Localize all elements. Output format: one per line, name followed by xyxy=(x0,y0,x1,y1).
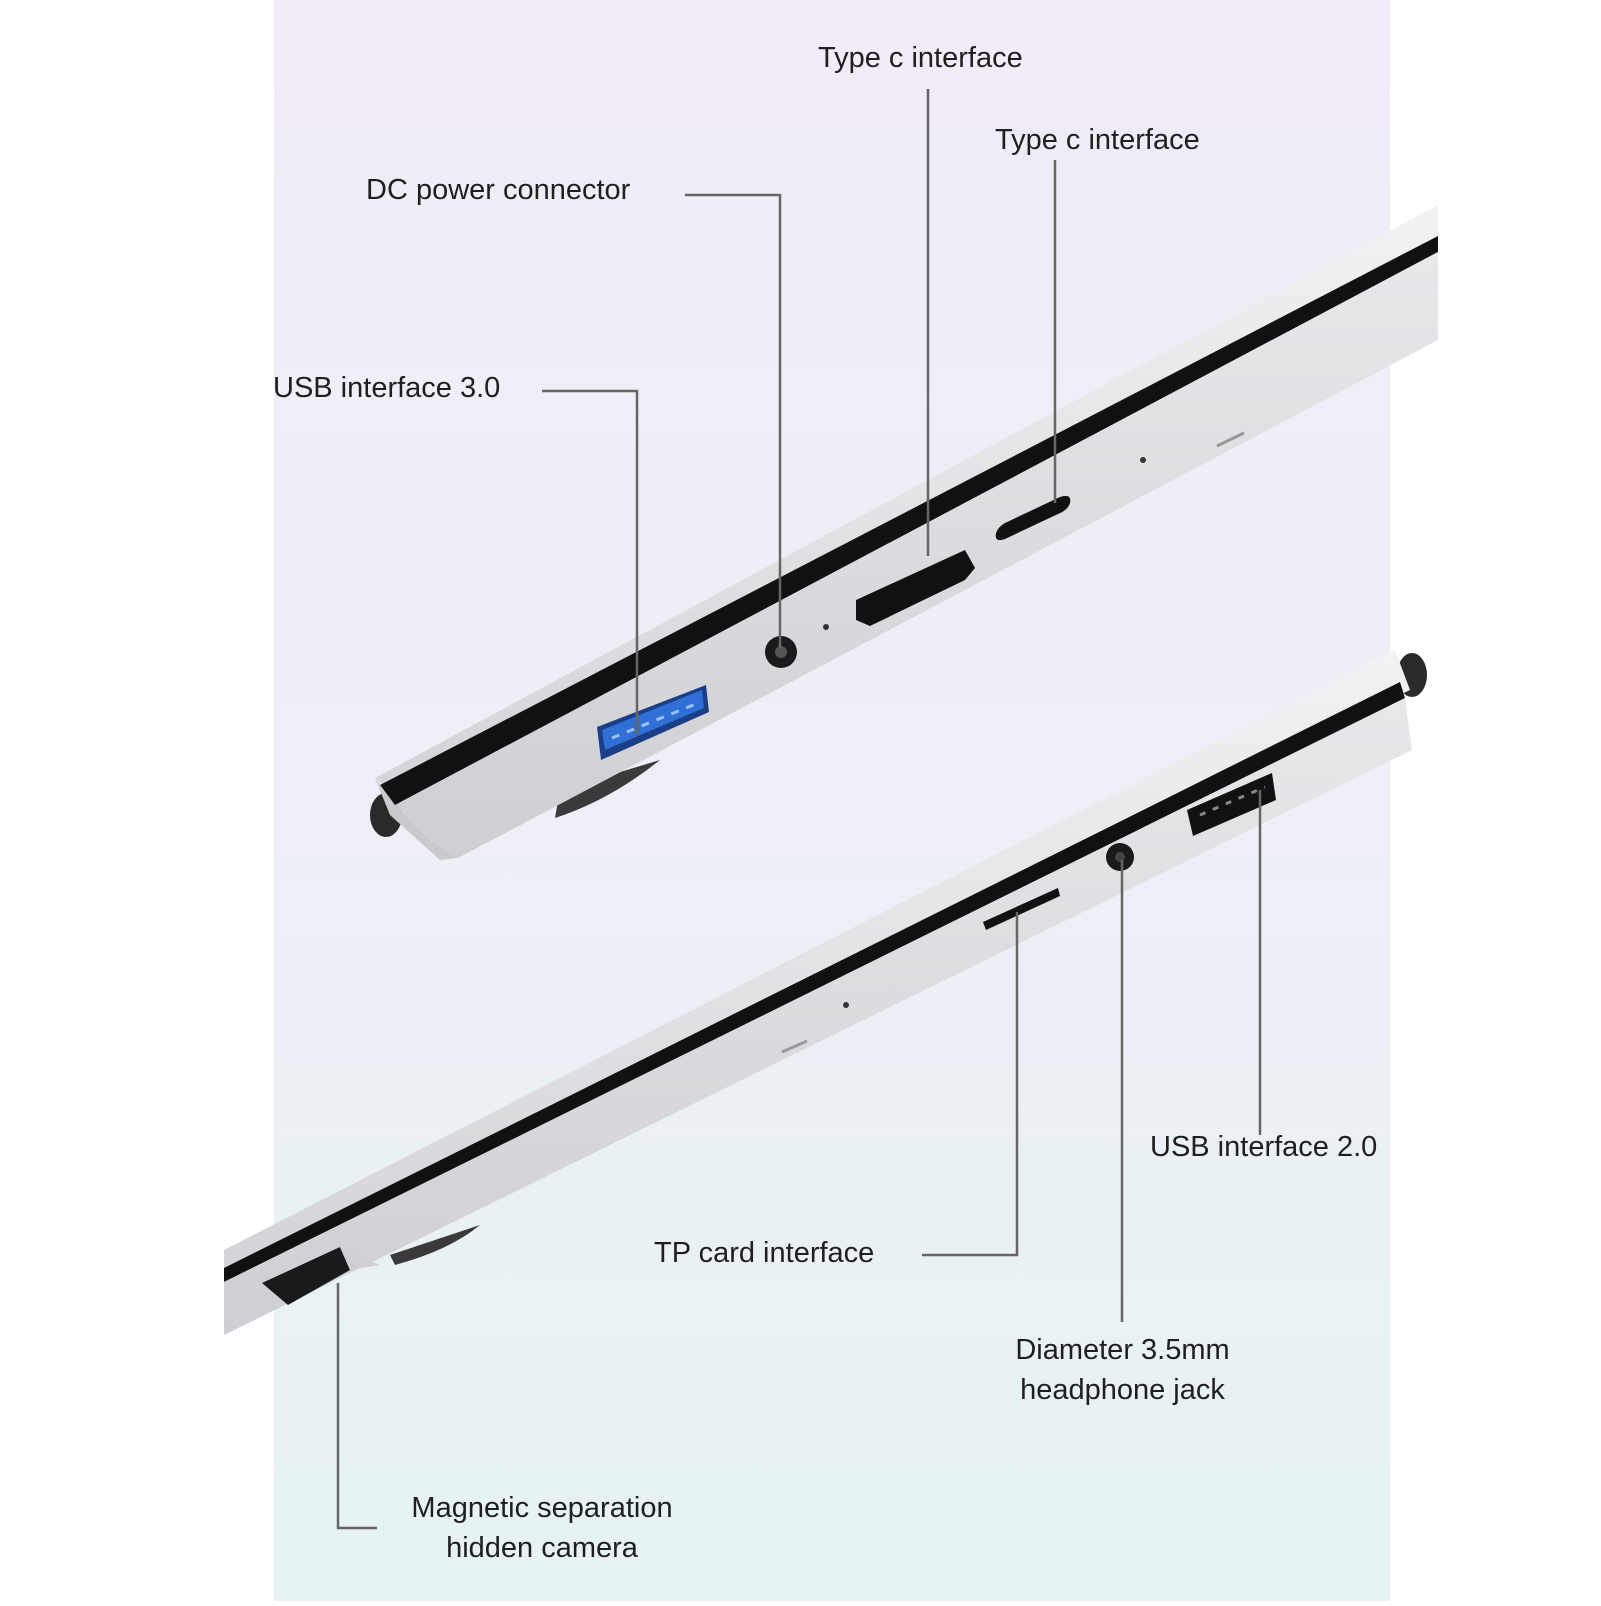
leader-usb-3-0 xyxy=(542,389,639,735)
headphone-jack-port xyxy=(1106,843,1134,871)
label-hidden-camera: Magnetic separation hidden camera xyxy=(387,1488,697,1568)
laptop-bottom xyxy=(224,650,1427,1335)
leader-tp-card xyxy=(922,912,1019,1257)
hidden-camera xyxy=(262,1247,380,1305)
indicator-led xyxy=(1140,457,1146,463)
type-c-port-1 xyxy=(856,550,975,626)
label-usb-interface-2-0: USB interface 2.0 xyxy=(1150,1131,1378,1163)
label-headphone-line-1: Diameter 3.5mm xyxy=(1015,1334,1230,1366)
dc-power-port xyxy=(765,636,797,668)
lid-seam xyxy=(380,236,1438,805)
laptop-top xyxy=(370,205,1438,860)
usb-3-0-port xyxy=(597,685,709,760)
foot xyxy=(555,760,660,818)
lid-seam xyxy=(224,682,1405,1282)
label-type-c-interface-2: Type c interface xyxy=(995,124,1200,156)
label-headphone-jack: Diameter 3.5mm headphone jack xyxy=(990,1330,1255,1410)
leader-lines xyxy=(336,89,1262,1530)
foot xyxy=(390,1225,480,1265)
usb-2-0-port xyxy=(1187,773,1276,836)
mic-slot xyxy=(1216,431,1245,448)
label-camera-line-1: Magnetic separation xyxy=(411,1492,673,1524)
lid xyxy=(224,650,1410,1275)
label-usb-interface-3-0: USB interface 3.0 xyxy=(273,372,501,404)
label-type-c-interface-1: Type c interface xyxy=(818,42,1023,74)
label-dc-power-connector: DC power connector xyxy=(366,174,631,206)
label-headphone-line-2: headphone jack xyxy=(1020,1374,1225,1406)
label-tp-card-interface: TP card interface xyxy=(654,1237,875,1269)
label-camera-line-2: hidden camera xyxy=(446,1532,638,1564)
indicator-led xyxy=(823,624,829,630)
indicator-led xyxy=(843,1002,849,1008)
mic-slot xyxy=(781,1039,808,1054)
leader-dc-power xyxy=(685,193,782,648)
type-c-port-2 xyxy=(995,495,1071,541)
tp-card-slot xyxy=(983,888,1060,930)
leader-camera xyxy=(336,1283,377,1530)
